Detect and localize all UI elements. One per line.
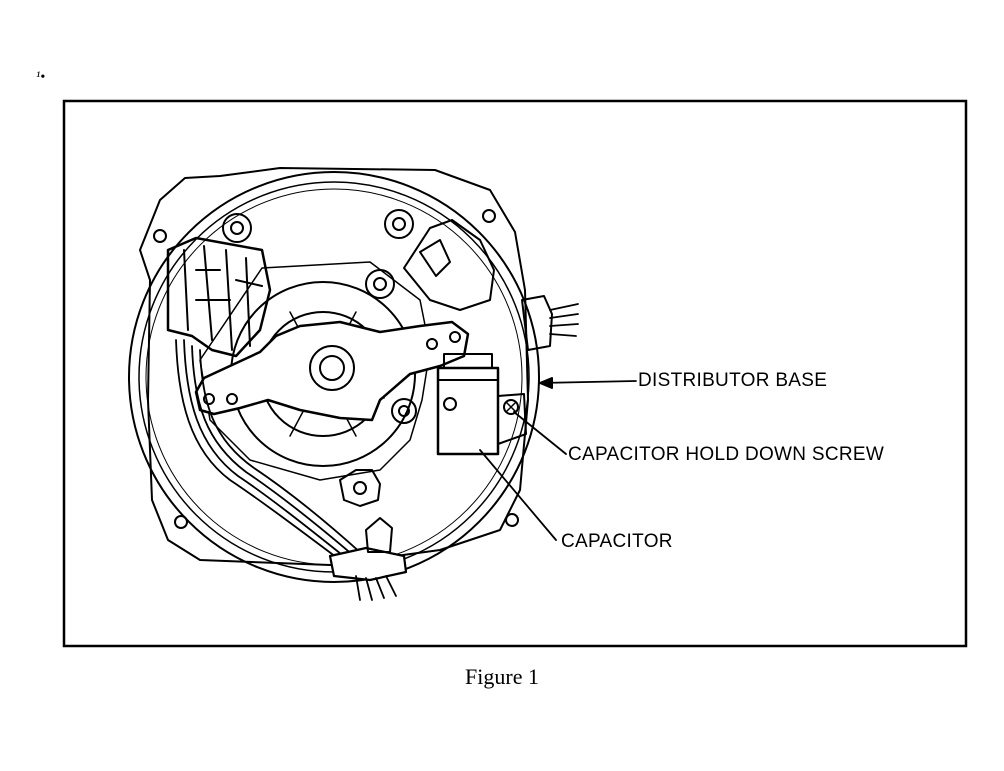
leader-capacitor: [479, 449, 557, 541]
leader-distributor-base: [539, 380, 637, 384]
vacuum-bracket: [403, 219, 495, 311]
bottom-connector: [328, 546, 408, 582]
cam-hub-inner: [319, 355, 345, 381]
plate-screw: [373, 277, 387, 291]
plate-screw: [222, 213, 252, 243]
plate-screw: [365, 269, 395, 299]
leader-capacitor-hold-down-screw: [513, 411, 567, 455]
mounting-hole: [505, 513, 519, 527]
mounting-hole: [153, 229, 167, 243]
right-grommet-wires: [549, 303, 579, 337]
capacitor-hold-down-screw-cross: [505, 401, 517, 413]
advance-arm: [194, 320, 470, 422]
figure-caption: Figure 1: [465, 664, 539, 689]
capacitor-hold-down-screw: [503, 399, 519, 415]
arm-hole: [203, 393, 215, 405]
right-grommet: [521, 295, 553, 351]
capacitor-cap: [437, 353, 499, 381]
arm-hole: [426, 338, 438, 350]
contact-points-detail: [183, 245, 263, 351]
capacitor-bracket: [497, 393, 527, 445]
arm-hole: [226, 393, 238, 405]
pivot-post: [339, 469, 381, 507]
plate-screw: [391, 398, 417, 424]
cam-hub: [309, 345, 355, 391]
contact-points: [166, 236, 272, 358]
bottom-connector-tab: [365, 517, 393, 553]
arm-hole: [449, 331, 461, 343]
plate-screw: [230, 221, 244, 235]
label-distributor-base: DISTRIBUTOR BASE: [638, 370, 828, 391]
wire-harness: [175, 339, 363, 561]
corner-mark: ¹•: [36, 70, 46, 85]
plate-screw: [392, 217, 406, 231]
plate-screw: [384, 209, 414, 239]
label-capacitor-hold-down-screw: CAPACITOR HOLD DOWN SCREW: [568, 444, 885, 465]
vacuum-bracket-tab: [419, 239, 451, 277]
mounting-flange: [139, 167, 529, 566]
figure-frame: [62, 99, 968, 648]
mounting-hole: [174, 515, 188, 529]
label-capacitor: CAPACITOR: [561, 531, 673, 552]
capacitor-mark: [443, 397, 457, 411]
distributor-base-ring: [128, 171, 540, 583]
mounting-hole: [482, 209, 496, 223]
leader-distributor-base-arrow: [539, 377, 553, 389]
pivot-post-hole: [353, 481, 367, 495]
bottom-wires: [355, 575, 397, 601]
capacitor-body: [436, 366, 500, 456]
